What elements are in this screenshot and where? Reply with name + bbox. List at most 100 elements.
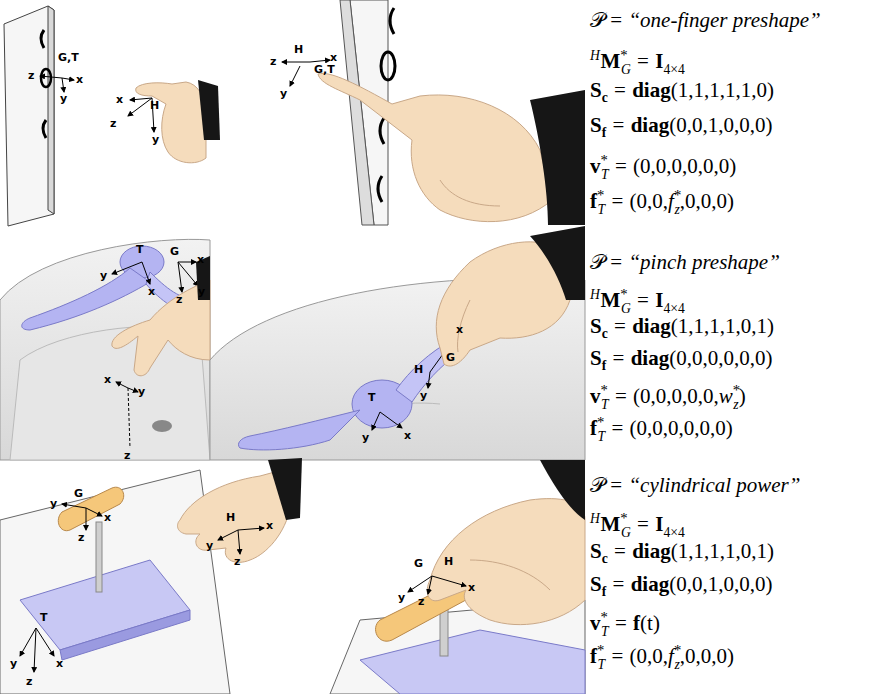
frame-label: H bbox=[226, 512, 235, 524]
formula-text: v bbox=[590, 154, 601, 178]
frame-label: G bbox=[170, 246, 179, 258]
formula-text: = bbox=[613, 113, 625, 137]
formula-text: = bbox=[615, 384, 627, 408]
frame-label: y bbox=[398, 592, 405, 604]
formula-text: (0,0,0,0,0,0) bbox=[630, 416, 733, 440]
frame-label: y bbox=[198, 286, 205, 298]
frame-label: x bbox=[116, 94, 123, 106]
frame-label: G bbox=[414, 558, 423, 570]
formula-text: diag bbox=[632, 314, 671, 338]
formula-text: f bbox=[633, 611, 640, 635]
frame-label: z bbox=[110, 118, 116, 130]
formula-text: = bbox=[611, 416, 623, 440]
formula-text: G bbox=[621, 301, 631, 316]
formula-text: f bbox=[668, 189, 674, 213]
formula-text: c bbox=[602, 326, 608, 341]
frame-label: x bbox=[104, 374, 111, 386]
formula-text: * bbox=[597, 642, 604, 658]
frame-label: T bbox=[136, 244, 144, 256]
frame-label: T bbox=[368, 392, 376, 404]
formula-line: Sc=diag(1,1,1,1,0,1) bbox=[590, 312, 774, 348]
formula-text: 𝒫 = bbox=[590, 473, 622, 497]
formula-line: Sc=diag(1,1,1,1,1,0) bbox=[590, 76, 774, 112]
formula-text: (1,1,1,1,1,0) bbox=[671, 78, 774, 102]
formula-text: ,0,0,0) bbox=[680, 189, 734, 213]
formula-text: = bbox=[615, 154, 627, 178]
formula-text: diag bbox=[631, 346, 670, 370]
formula-text: (0,0, bbox=[630, 644, 669, 668]
formula-text: * bbox=[601, 382, 608, 398]
frame-label: y bbox=[100, 270, 107, 282]
formula-text: H bbox=[590, 287, 600, 302]
formula-text: I bbox=[655, 288, 663, 312]
formula-text: f bbox=[602, 358, 607, 373]
formula-text: f bbox=[590, 644, 597, 668]
frame-label: y bbox=[362, 432, 369, 444]
formula-text: T bbox=[598, 202, 606, 217]
formula-text: f bbox=[602, 584, 607, 599]
frame-label: x bbox=[266, 520, 273, 532]
formula-text: M bbox=[601, 512, 621, 536]
formula-text: T bbox=[598, 429, 606, 444]
formula-line: HM*G=I4×4 bbox=[590, 41, 685, 84]
frame-label: x bbox=[104, 512, 111, 524]
formula-text: ) bbox=[739, 384, 746, 408]
frame-label: G bbox=[446, 352, 455, 364]
frame-label: z bbox=[234, 556, 240, 568]
formula-text: f bbox=[590, 189, 597, 213]
formula-text: diag bbox=[631, 113, 670, 137]
formula-text: (0,0,1,0,0,0) bbox=[669, 113, 772, 137]
formula-text: M bbox=[601, 288, 621, 312]
frame-label: H bbox=[414, 364, 423, 376]
formula-text: “pinch preshape” bbox=[628, 250, 779, 274]
frame-label: z bbox=[26, 676, 32, 688]
frame-label: x bbox=[330, 52, 337, 64]
formula-text: c bbox=[602, 551, 608, 566]
formula-text: 𝒫 = bbox=[590, 8, 622, 32]
frame-label: x bbox=[468, 582, 475, 594]
formula-text: T bbox=[601, 397, 609, 412]
formula-text: S bbox=[590, 572, 602, 596]
formula-text: S bbox=[590, 314, 602, 338]
formula-line: v*T=(0,0,0,0,0,w*z) bbox=[590, 376, 746, 419]
formula-text: (0,0,0,0,0,0) bbox=[633, 154, 736, 178]
formula-text: ,0,0,0) bbox=[680, 644, 734, 668]
formula-text: (0,0,0,0,0,0) bbox=[669, 346, 772, 370]
formula-text: (t) bbox=[640, 611, 660, 635]
formula-text: f bbox=[590, 416, 597, 440]
frame-label: x bbox=[197, 254, 204, 266]
formula-text: = bbox=[613, 572, 625, 596]
formula-text: S bbox=[590, 113, 602, 137]
formula-text: * bbox=[620, 510, 627, 526]
formula-text: = bbox=[613, 346, 625, 370]
formula-text: = bbox=[615, 611, 627, 635]
frame-label: y bbox=[138, 386, 145, 398]
formula-text: z bbox=[674, 657, 679, 672]
frame-label: z bbox=[78, 532, 84, 544]
formula-text: “one-finger preshape” bbox=[628, 8, 820, 32]
frame-label: y bbox=[420, 390, 427, 402]
frame-label: y bbox=[10, 658, 17, 670]
formula-text: = bbox=[614, 539, 626, 563]
formula-line: Sf=diag(0,0,0,0,0,0) bbox=[590, 344, 772, 380]
formula-text: I bbox=[655, 49, 663, 73]
formula-text: diag bbox=[632, 78, 671, 102]
formula-text: = bbox=[611, 644, 623, 668]
formula-text: c bbox=[602, 90, 608, 105]
formula-line: v*T=(0,0,0,0,0,0) bbox=[590, 146, 736, 189]
frame-label: z bbox=[124, 450, 130, 462]
formula-line: v*T=f(t) bbox=[590, 603, 660, 646]
formula-line: 𝒫 =“one-finger preshape” bbox=[590, 6, 821, 34]
frame-label: y bbox=[206, 540, 213, 552]
frame-label: x bbox=[76, 74, 83, 86]
formula-text: = bbox=[614, 78, 626, 102]
formula-text: diag bbox=[631, 572, 670, 596]
formula-text: I bbox=[655, 512, 663, 536]
frame-label: y bbox=[152, 134, 159, 146]
formula-text: M bbox=[601, 49, 621, 73]
formula-text: 4×4 bbox=[663, 525, 684, 540]
formula-text: diag bbox=[632, 539, 671, 563]
frame-label: G,T bbox=[58, 52, 79, 64]
formula-text: H bbox=[590, 48, 600, 63]
